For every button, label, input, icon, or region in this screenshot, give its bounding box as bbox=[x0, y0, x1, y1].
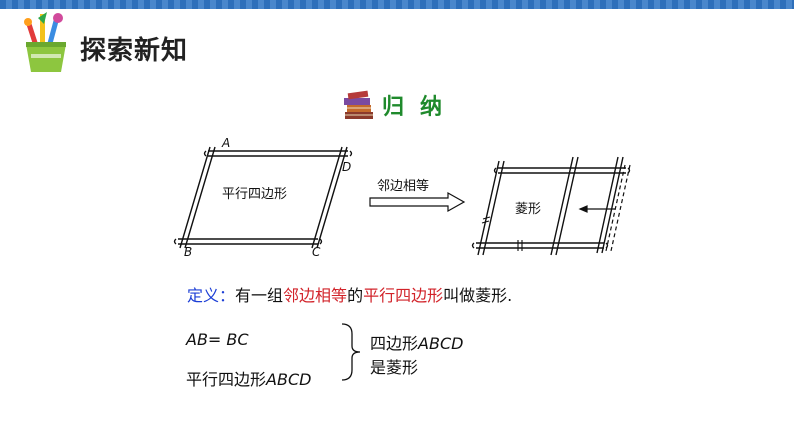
definition-text-3: 叫做菱形. bbox=[443, 286, 513, 305]
right-shape-label: 菱形 bbox=[515, 202, 541, 217]
condition-parallelogram-prefix: 平行四边形 bbox=[186, 370, 267, 389]
right-rhombus-figure bbox=[471, 156, 631, 256]
condition-ab-equals-bc: AB= BC bbox=[186, 330, 249, 349]
dashed-bar bbox=[605, 164, 631, 252]
definition-colon: ： bbox=[219, 286, 236, 305]
conclusion-line-1: 四边形ABCD bbox=[370, 330, 463, 354]
condition-parallelogram: 平行四边形ABCD bbox=[186, 366, 311, 390]
vertex-label-a: A bbox=[221, 136, 230, 150]
definition-highlight-parallelogram: 平行四边形 bbox=[363, 286, 444, 305]
definition-line: 定义：有一组邻边相等的平行四边形叫做菱形. bbox=[187, 282, 512, 306]
definition-label: 定义 bbox=[187, 286, 220, 305]
parallelogram-to-rhombus-diagram: A D B C 平行四边形 邻边相等 菱形 bbox=[173, 136, 631, 259]
vertex-label-d: D bbox=[342, 160, 351, 174]
books-icon bbox=[344, 90, 373, 119]
conclusion-name: ABCD bbox=[418, 334, 464, 353]
section-title: 归纳 bbox=[382, 95, 459, 120]
definition-text-2: 的 bbox=[347, 286, 364, 305]
vertex-label-c: C bbox=[312, 245, 321, 259]
left-parallelogram-figure bbox=[173, 146, 353, 249]
right-brace bbox=[341, 323, 361, 381]
left-shape-label: 平行四边形 bbox=[222, 187, 287, 202]
slide-arrow-icon bbox=[578, 205, 615, 213]
condition-parallelogram-name: ABCD bbox=[266, 370, 312, 389]
right-arrow-icon bbox=[369, 191, 466, 213]
pencil-cup-icon bbox=[24, 12, 66, 72]
vertex-label-b: B bbox=[184, 245, 192, 259]
definition-highlight-adjacent-sides: 邻边相等 bbox=[283, 286, 348, 305]
page-title: 探索新知 bbox=[80, 36, 189, 66]
definition-text-1: 有一组 bbox=[235, 286, 284, 305]
conclusion-line-2: 是菱形 bbox=[370, 358, 419, 377]
conclusion-prefix: 四边形 bbox=[370, 334, 419, 353]
equal-length-ticks bbox=[481, 216, 523, 251]
top-decorative-band bbox=[0, 0, 794, 9]
arrow-label: 邻边相等 bbox=[377, 178, 429, 194]
